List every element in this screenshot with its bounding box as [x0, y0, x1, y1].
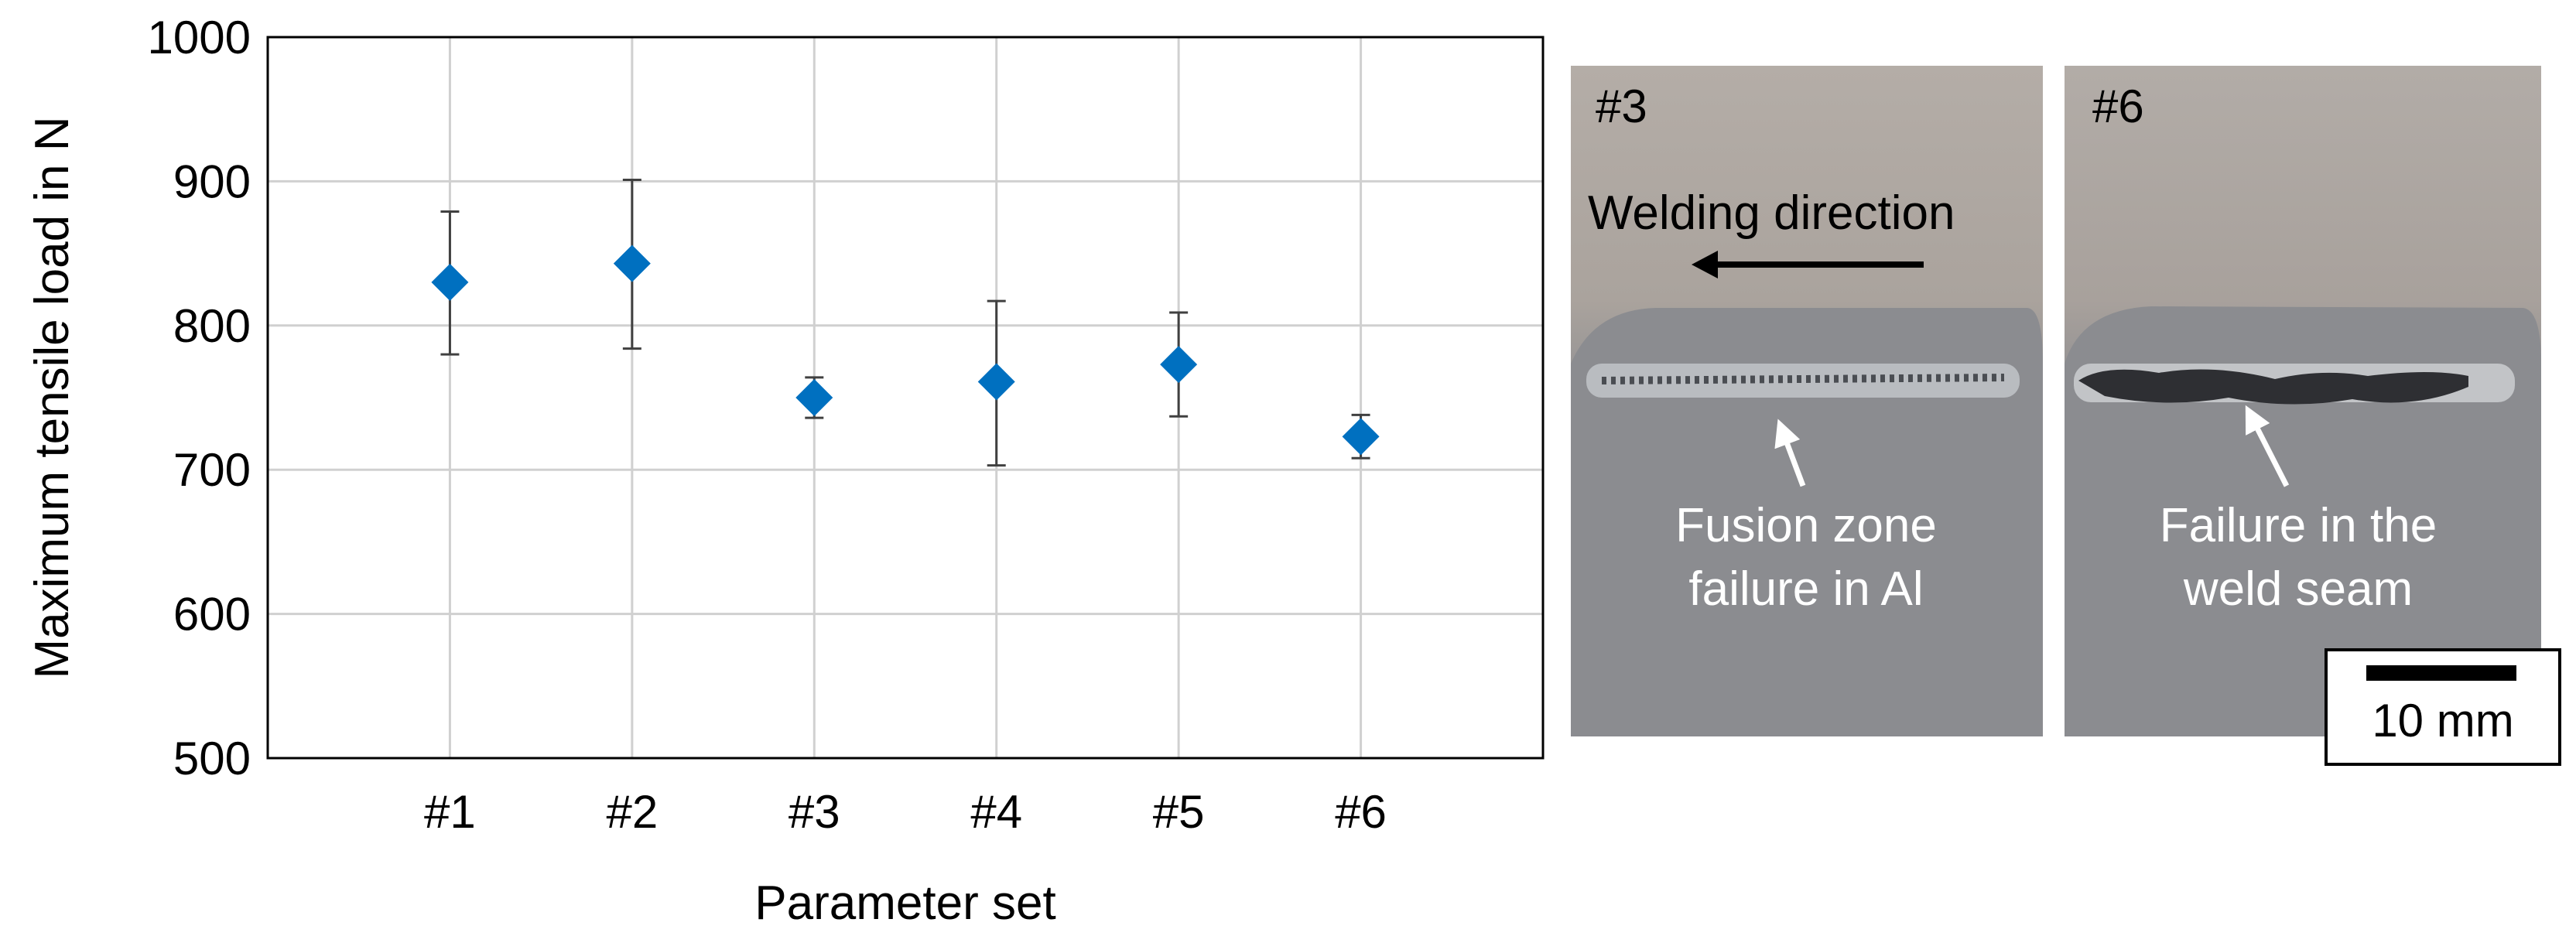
- data-point-diamond: [795, 379, 833, 416]
- grid: [268, 37, 1543, 758]
- y-axis-label: Maximum tensile load in N: [26, 116, 79, 678]
- data-point-diamond: [613, 244, 651, 282]
- photo-left: #3 Welding direction Fusion zone failure…: [1571, 66, 2043, 736]
- photo-left-weld-seam: [1586, 364, 2020, 398]
- data-point-diamond: [1160, 346, 1198, 384]
- photo-left-pointer-arrow: [1774, 419, 1806, 487]
- chart: 500 600 700 800 900 1000 #1 #2 #3 #4 #5 #6 Paramet…: [26, 12, 1545, 930]
- photo-left-label-line1: Fusion zone: [1675, 499, 1937, 552]
- photo-left-weld-line: [1601, 374, 2005, 384]
- x-ticks: #1 #2 #3 #4 #5 #6: [424, 786, 1387, 838]
- photo-right-label-line2: weld seam: [2183, 562, 2413, 616]
- y-ticks: 500 600 700 800 900 1000: [148, 12, 251, 784]
- x-tick-label: #2: [606, 786, 658, 838]
- photo-left-label-line2: failure in Al: [1688, 562, 1923, 616]
- x-axis-label: Parameter set: [754, 876, 1055, 930]
- y-tick-label: 900: [173, 155, 251, 207]
- y-tick-label: 600: [173, 589, 251, 641]
- photo-right-pointer-arrow: [2245, 405, 2290, 487]
- scale-bar-line: [2366, 665, 2516, 681]
- photo-right: #6 Failure in the weld seam: [2065, 66, 2541, 736]
- y-tick-label: 700: [173, 444, 251, 496]
- x-tick-label: #3: [789, 786, 840, 838]
- photo-right-failed-seam: [2078, 369, 2468, 405]
- photo-right-label-line1: Failure in the: [2160, 499, 2437, 552]
- y-tick-label: 500: [173, 733, 251, 784]
- photo-left-sheet: [1571, 308, 2043, 736]
- scale-bar: 10 mm: [2325, 648, 2561, 766]
- data-point-diamond: [431, 263, 469, 301]
- data-point-diamond: [1342, 418, 1380, 456]
- x-tick-label: #1: [424, 786, 476, 838]
- y-tick-label: 1000: [148, 12, 251, 63]
- plot-frame: [266, 36, 1545, 760]
- series: [431, 179, 1380, 467]
- x-tick-label: #6: [1335, 786, 1387, 838]
- y-tick-label: 800: [173, 300, 251, 352]
- welding-direction-arrowhead: [1692, 251, 1718, 278]
- photo-left-tag: #3: [1596, 80, 1647, 132]
- x-tick-label: #5: [1153, 786, 1205, 838]
- data-point-diamond: [977, 363, 1015, 401]
- photo-right-tag: #6: [2092, 80, 2144, 132]
- scale-bar-label: 10 mm: [2372, 695, 2513, 747]
- welding-direction-label: Welding direction: [1588, 186, 1955, 240]
- x-tick-label: #4: [970, 786, 1022, 838]
- photo-right-sheet: [2065, 306, 2541, 736]
